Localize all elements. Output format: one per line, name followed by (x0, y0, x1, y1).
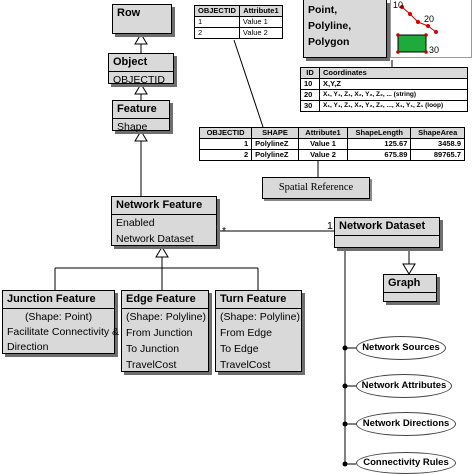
table-header: ShapeLength (347, 127, 412, 139)
inherit-arrow-feature (134, 130, 148, 142)
table-cell: PolylineZ (251, 138, 299, 150)
network-dataset-title: Network Dataset (335, 218, 439, 236)
junction-feature-attr: (Shape: Point) (24, 311, 93, 323)
turn-feature-attr: From Edge (220, 327, 272, 339)
object-attribute-table: OBJECTID Attribute1 1 Value 1 2 Value 2 (194, 5, 283, 39)
row-class-title: Row (117, 7, 141, 19)
table-row: 10 X,Y,Z (300, 78, 468, 90)
table-cell: 89765.7 (410, 149, 465, 161)
feature-class-attr: Shape (117, 121, 148, 133)
table-header: OBJECTID (194, 5, 240, 17)
feature-class: Feature Shape (112, 100, 170, 133)
table-row: 2 PolylineZ Value 2 675.89 89765.7 (198, 149, 465, 161)
inherit-arrow-row (134, 33, 148, 45)
table-cell: Value 1 (238, 16, 283, 28)
edge-feature-class: Edge Feature (Shape: Polyline) From Junc… (121, 290, 209, 372)
object-class-title: Object (109, 54, 173, 72)
object-table-link (233, 39, 264, 128)
edge-feature-attr: (Shape: Polyline) (126, 311, 206, 323)
inherit-arrow-object (134, 83, 148, 95)
turn-feature-attr: To Edge (220, 343, 259, 355)
table-row: 1 Value 1 (194, 16, 283, 28)
table-header: Coordinates (319, 67, 468, 79)
table-cell: Value 1 (297, 138, 349, 150)
table-cell: Value 2 (238, 27, 283, 39)
spatial-reference-box: Spatial Reference (262, 177, 370, 199)
bullet (342, 421, 348, 427)
table-row: 30 X₁, Y₁, Z₁, X₂, Y₂, Z₂, ..., X₁, Y₁, … (300, 100, 468, 112)
geometry-type-polyline: Polyline, (308, 20, 352, 32)
table-header: SHAPE (251, 127, 299, 139)
table-header: OBJECTID (198, 127, 253, 139)
table-header: ShapeArea (410, 127, 465, 139)
bullet (342, 461, 348, 467)
table-cell: 1 (194, 16, 240, 28)
network-feature-class: Network Feature Enabled Network Dataset (111, 196, 217, 246)
object-class-attr: OBJECTID (113, 74, 165, 86)
turn-feature-title: Turn Feature (216, 291, 301, 309)
table-cell: X₁, Y₁, Z₁, X₂, Y₂, Z₂, ... (string) (319, 89, 468, 101)
edge-feature-attr: To Junction (126, 343, 180, 355)
edge-feature-title: Edge Feature (122, 291, 208, 309)
table-cell: 10 (300, 78, 320, 90)
graph-item-network-sources: Network Sources (356, 336, 446, 360)
network-feature-attr-dataset: Network Dataset (116, 233, 194, 245)
table-cell: 3458.9 (410, 138, 465, 150)
graph-item-connectivity-rules: Connectivity Rules (356, 452, 456, 474)
geometry-label-30: 30 (429, 45, 440, 55)
coordinates-table: ID Coordinates 10 X,Y,Z 20 X₁, Y₁, Z₁, X… (300, 67, 468, 112)
edge-feature-attr: TravelCost (126, 359, 177, 371)
table-cell: 30 (300, 100, 320, 112)
edge-feature-attr: From Junction (126, 327, 193, 339)
network-dataset-class: Network Dataset (334, 217, 440, 248)
geometry-label-10: 10 (393, 0, 404, 10)
network-feature-title: Network Feature (112, 197, 216, 215)
bullet (342, 345, 348, 351)
table-cell: 675.89 (347, 149, 412, 161)
row-class: Row (112, 4, 172, 34)
graph-title: Graph (384, 275, 436, 293)
feature-attribute-table: OBJECTID SHAPE Attribute1 ShapeLength Sh… (198, 127, 465, 161)
table-cell: 125.67 (347, 138, 412, 150)
geometry-type-point: Point, (308, 4, 338, 16)
junction-feature-attr: Direction (7, 341, 49, 353)
geometry-types-box: Point, Polyline, Polygon (303, 0, 387, 58)
inherit-arrow-network-feature (155, 246, 169, 258)
table-cell: X,Y,Z (319, 78, 468, 90)
feature-class-title: Feature (113, 101, 169, 119)
geometry-sample-graphic (396, 5, 438, 54)
table-header: Attribute1 (238, 5, 283, 17)
multiplicity-one: 1 (327, 220, 333, 232)
table-cell: 1 (198, 138, 253, 150)
object-class: Object OBJECTID (108, 53, 174, 86)
table-row: 2 Value 2 (194, 27, 283, 39)
junction-feature-class: Junction Feature (Shape: Point) Facilita… (2, 290, 120, 354)
graph-class: Graph (383, 274, 437, 302)
geometry-label-20: 20 (424, 14, 435, 24)
table-header: Attribute1 (297, 127, 349, 139)
multiplicity-many: * (222, 225, 227, 237)
table-cell: PolylineZ (251, 149, 299, 161)
turn-feature-attr: (Shape: Polyline) (220, 311, 300, 323)
bullet (342, 383, 348, 389)
table-cell: 20 (300, 89, 320, 101)
graph-item-network-directions: Network Directions (356, 412, 456, 436)
graph-item-network-attributes: Network Attributes (356, 374, 452, 398)
geometry-type-polygon: Polygon (308, 36, 350, 48)
junction-feature-title: Junction Feature (3, 291, 114, 309)
network-feature-attr-enabled: Enabled (116, 217, 155, 229)
table-row: 1 PolylineZ Value 1 125.67 3458.9 (198, 138, 465, 150)
table-header: ID (300, 67, 320, 79)
junction-feature-attr: Facilitate Connectivity & (7, 326, 120, 338)
dataset-graph-arrow (402, 263, 416, 275)
table-cell: Value 2 (297, 149, 349, 161)
table-row: 20 X₁, Y₁, Z₁, X₂, Y₂, Z₂, ... (string) (300, 89, 468, 101)
geometry-sample-panel (390, 0, 472, 58)
table-cell: X₁, Y₁, Z₁, X₂, Y₂, Z₂, ..., X₁, Y₁, Z₁ … (319, 100, 468, 112)
turn-feature-class: Turn Feature (Shape: Polyline) From Edge… (215, 290, 302, 372)
table-cell: 2 (194, 27, 240, 39)
table-cell: 2 (198, 149, 253, 161)
turn-feature-attr: TravelCost (220, 359, 271, 371)
